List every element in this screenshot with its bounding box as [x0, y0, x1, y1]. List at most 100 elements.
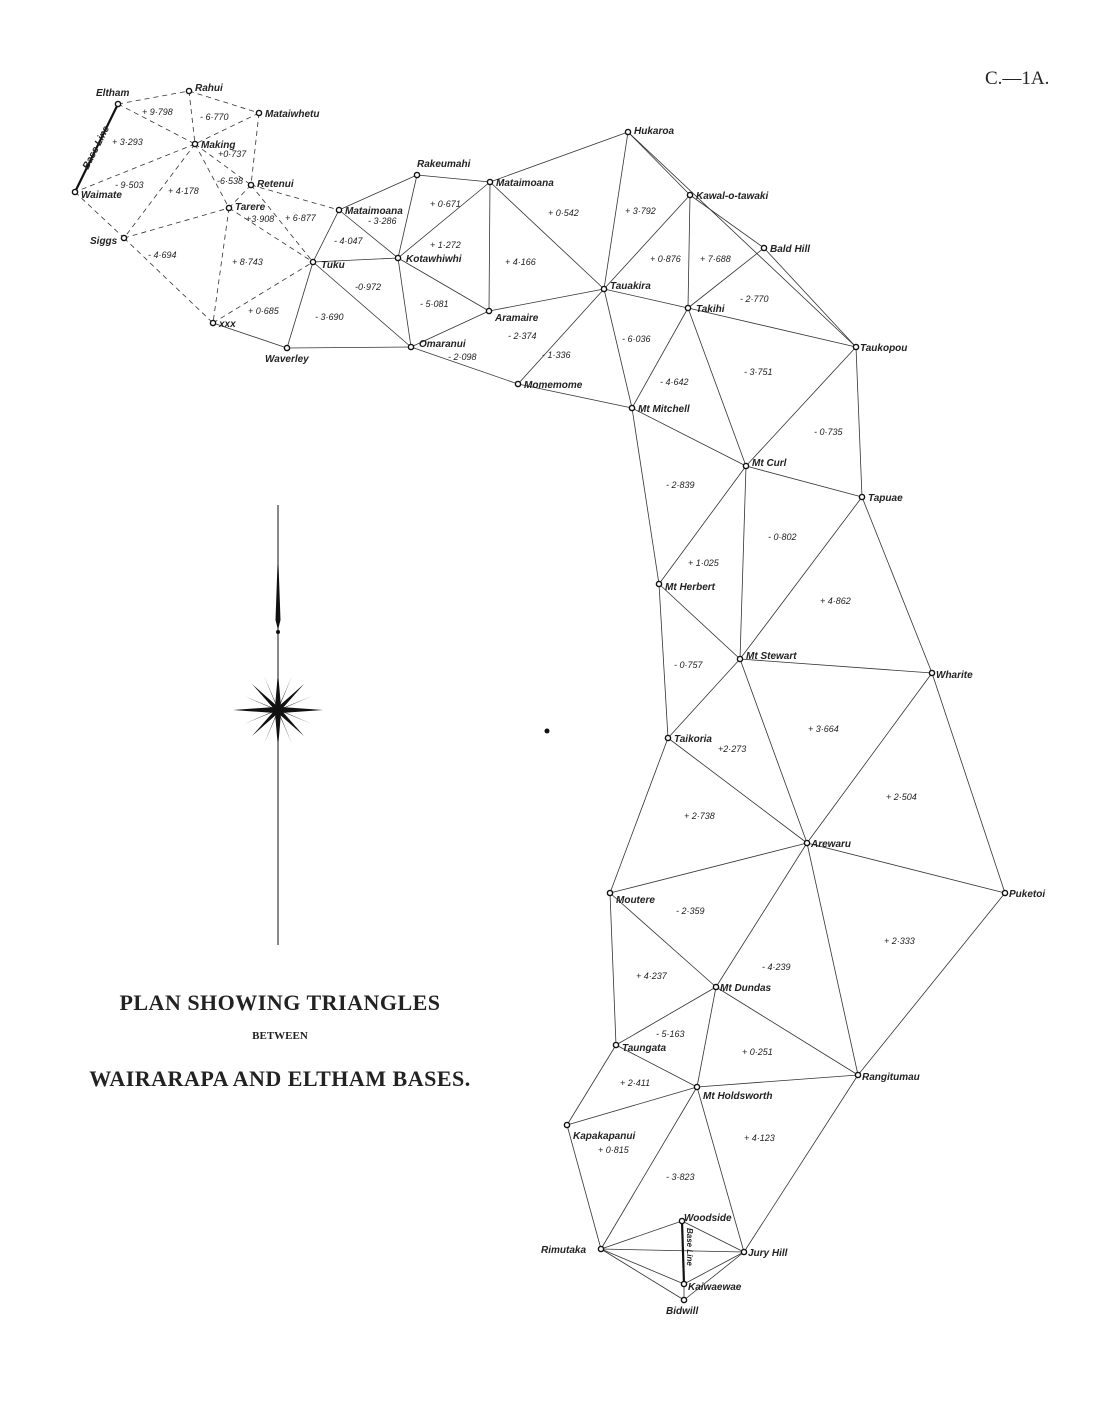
- triangle-edge: [687, 247, 765, 309]
- north-arrow-icon: [275, 550, 281, 630]
- misclosure-value: + 3·293: [112, 137, 143, 147]
- misclosure-value: - 4·642: [660, 377, 689, 387]
- triangle-edge: [609, 842, 808, 894]
- station-marker: [563, 1121, 571, 1129]
- station-marker: [191, 140, 199, 148]
- station-label: Kaiwaewae: [688, 1282, 742, 1293]
- station-marker: [283, 344, 291, 352]
- triangle-edge: [117, 103, 196, 145]
- triangle-edge: [410, 310, 490, 348]
- station-marker: [255, 109, 263, 117]
- triangle-edge: [194, 143, 252, 186]
- station-label: Waimate: [81, 190, 122, 201]
- station-label: Mt Herbert: [665, 582, 716, 593]
- station-label: Wharite: [936, 670, 973, 681]
- misclosure-value: + 4·862: [820, 596, 851, 606]
- station-label: Aramaire: [494, 313, 539, 324]
- station-marker: [803, 839, 811, 847]
- misclosure-value: + 0·876: [650, 254, 681, 264]
- triangle-edge: [250, 112, 260, 186]
- station-label: Taungata: [622, 1043, 667, 1054]
- triangle-edge: [312, 209, 340, 263]
- wairarapa-base-line-label: Base Line: [685, 1228, 694, 1266]
- station-marker: [120, 234, 128, 242]
- station-label: Mt Curl: [752, 458, 787, 469]
- triangle-edge: [416, 174, 491, 183]
- triangle-edge: [123, 143, 196, 239]
- triangle-edge: [312, 261, 412, 348]
- title-line-2: BETWEEN: [252, 1030, 308, 1042]
- triangle-edge: [658, 583, 741, 660]
- triangle-edge: [631, 307, 689, 409]
- misclosure-value: - 5·081: [420, 299, 449, 309]
- triangle-edge: [489, 181, 605, 290]
- station-marker: [486, 178, 494, 186]
- misclosure-value: + 1·272: [430, 240, 461, 250]
- triangle-edge: [338, 209, 399, 259]
- triangle-edge: [194, 143, 230, 209]
- station-marker: [394, 254, 402, 262]
- station-label: Siggs: [90, 236, 118, 247]
- triangle-edge: [855, 346, 863, 498]
- misclosure-value: - 2·098: [448, 352, 477, 362]
- station-marker: [684, 304, 692, 312]
- station-label: Eltham: [96, 88, 129, 99]
- station-marker: [760, 244, 768, 252]
- station-label: Rahui: [195, 83, 223, 94]
- misclosure-value: + 0·542: [548, 208, 579, 218]
- wairarapa-base-line: [680, 1220, 686, 1285]
- misclosure-value: + 3·664: [808, 724, 839, 734]
- station-label: Takihi: [696, 304, 725, 315]
- misclosure-value: + 4·237: [636, 971, 668, 981]
- station-marker: [678, 1217, 686, 1225]
- station-marker: [854, 1071, 862, 1079]
- stray-dot: [544, 728, 550, 734]
- misclosure-value: + 7·688: [700, 254, 731, 264]
- triangle-edge: [627, 131, 691, 196]
- station-label: Kotawhiwhi: [406, 254, 462, 265]
- triangle-edge: [188, 90, 196, 145]
- triangle-edge: [600, 1220, 683, 1250]
- title-line-1: PLAN SHOWING TRIANGLES: [119, 990, 441, 1015]
- station-marker: [852, 343, 860, 351]
- station-label: Making: [201, 140, 235, 151]
- triangle-edge: [739, 465, 747, 660]
- triangle-edge: [609, 892, 717, 988]
- station-marker: [624, 128, 632, 136]
- triangle-edge: [603, 194, 691, 290]
- triangle-edge: [286, 261, 314, 349]
- triangle-edge: [566, 1124, 602, 1250]
- triangle-edge: [615, 986, 717, 1046]
- triangle-edge: [667, 658, 741, 739]
- station-marker: [485, 307, 493, 315]
- station-label: Omaranui: [419, 339, 466, 350]
- triangle-edge: [603, 288, 633, 409]
- station-marker: [680, 1280, 688, 1288]
- triangle-edge: [517, 383, 633, 409]
- misclosure-value: - 4·047: [334, 236, 364, 246]
- triangle-edge: [600, 1248, 745, 1253]
- triangle-edge: [696, 1074, 859, 1088]
- station-label: xxx: [218, 319, 236, 330]
- triangle-edge: [123, 237, 214, 324]
- station-label: Kawal-o-tawaki: [696, 191, 768, 202]
- misclosure-value: - 3·286: [368, 216, 397, 226]
- misclosure-value: - 3·823: [666, 1172, 695, 1182]
- station-marker: [742, 462, 750, 470]
- misclosure-value: - 3·751: [744, 367, 773, 377]
- triangle-edge: [397, 174, 418, 259]
- compass-star-icon: [233, 672, 323, 748]
- triangle-edge: [188, 90, 260, 114]
- triangle-edge: [566, 1044, 617, 1126]
- station-marker: [600, 285, 608, 293]
- triangle-edge: [681, 1220, 745, 1253]
- triangle-edge: [696, 986, 717, 1088]
- misclosure-value: + 4·123: [744, 1133, 775, 1143]
- triangle-edge: [338, 174, 418, 211]
- triangle-edge: [687, 307, 857, 348]
- triangle-edge: [689, 194, 765, 249]
- triangle-edge: [743, 1074, 859, 1253]
- triangle-edge: [286, 346, 412, 349]
- station-marker: [628, 404, 636, 412]
